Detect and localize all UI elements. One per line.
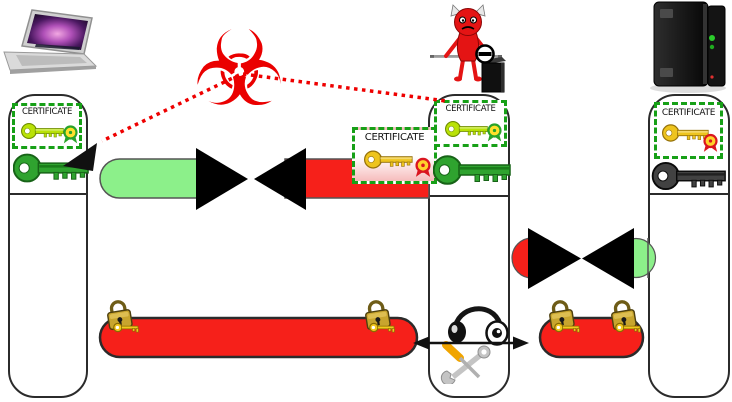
blocked-server-icon	[475, 44, 506, 93]
session-key-icon	[369, 322, 395, 333]
handshake1-green-pipe	[99, 158, 223, 199]
forged-certificate-key-icon	[364, 150, 413, 169]
handshake2-left-arrow	[582, 228, 634, 289]
server-certificate: CERTIFICATE	[654, 102, 723, 159]
client-lane-divider	[10, 193, 86, 195]
relay-arrow-right-head	[513, 336, 529, 350]
client-certificate: CERTIFICATE	[12, 103, 82, 149]
attacker-private-key-icon	[433, 155, 511, 185]
forged-certificate-label: CERTIFICATE	[364, 132, 425, 143]
attacker-certificate-seal-icon	[487, 123, 502, 142]
tools-icon	[440, 341, 491, 384]
client-private-key-icon	[13, 153, 89, 183]
session-key-icon	[554, 322, 580, 333]
laptop-icon	[3, 9, 98, 74]
session-key-icon	[113, 322, 139, 333]
attacker-certificate-key-icon	[445, 121, 488, 137]
attacker-lane-divider	[430, 195, 508, 197]
server-lane-divider	[650, 193, 728, 195]
server-certificate-key-icon	[662, 124, 709, 142]
client-certificate-key-icon	[21, 123, 64, 139]
devil-icon	[430, 4, 502, 82]
client-certificate-label: CERTIFICATE	[21, 107, 73, 117]
session-key-icon	[615, 322, 641, 333]
relay-arrow-left-head	[413, 336, 429, 350]
server-certificate-label: CERTIFICATE	[661, 108, 716, 118]
handshake2-red-cap	[511, 237, 560, 279]
handshake1-right-arrow	[196, 148, 248, 210]
server-certificate-seal-icon	[703, 133, 718, 152]
headphones-icon	[448, 306, 509, 346]
attacker-certificate: CERTIFICATE	[434, 100, 507, 147]
biohazard-icon: ☣	[192, 8, 286, 130]
handshake1-left-arrow	[254, 148, 306, 210]
server-private-key-icon	[651, 161, 726, 191]
forged-certificate-seal-icon	[415, 157, 431, 177]
client-certificate-seal-icon	[63, 125, 78, 144]
attacker-certificate-label: CERTIFICATE	[445, 104, 496, 114]
forged-certificate: CERTIFICATE	[352, 127, 437, 184]
handshake2-right-arrow	[528, 228, 581, 289]
server-tower-icon	[650, 1, 726, 93]
